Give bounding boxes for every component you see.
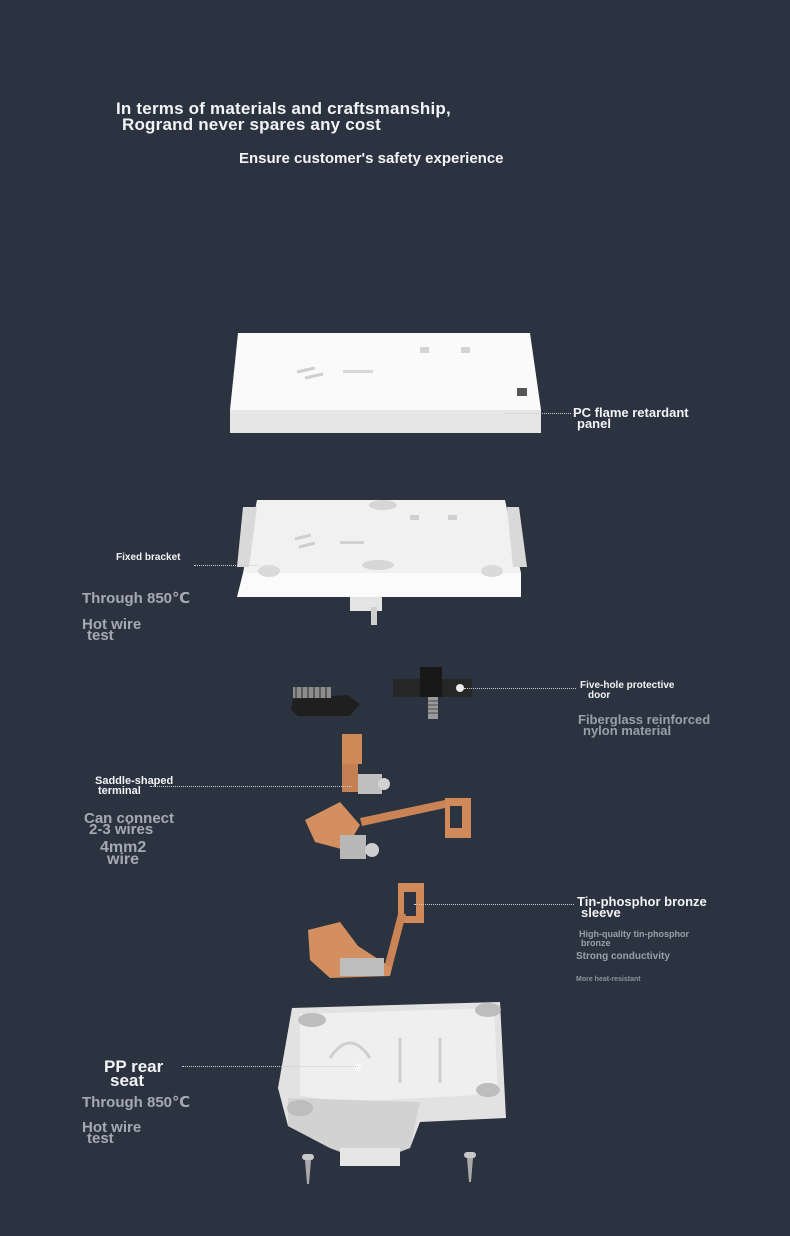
rear-seat-note-1: Through 850℃ xyxy=(82,1094,191,1111)
pp-rear-seat-illustration xyxy=(278,1002,506,1166)
sleeve-label-1: Tin-phosphor bronze xyxy=(577,894,707,909)
bracket-note-2-line-1: Hot wire xyxy=(82,616,142,633)
header-subtitle: Ensure customer's safety experience xyxy=(239,150,504,167)
terminal-label-2: terminal xyxy=(98,785,141,797)
sleeve-note-1-line-1: High-quality tin-phosphor xyxy=(579,929,689,939)
sleeve-note-1-line-2: bronze xyxy=(581,938,611,948)
panel-label-2: panel xyxy=(577,416,611,431)
terminal-note-4: wire xyxy=(107,851,140,868)
terminal-note-3: 4mm2 xyxy=(100,839,147,856)
bracket-label: Fixed bracket xyxy=(116,552,181,563)
rear-seat-label-2: seat xyxy=(110,1071,145,1090)
terminal-note-1: Can connect xyxy=(84,810,175,827)
door-note-1: Fiberglass reinforced xyxy=(578,712,711,727)
screw-icon xyxy=(464,1152,476,1182)
sleeve-label-2: sleeve xyxy=(581,905,621,920)
terminal-note-2: 2-3 wires xyxy=(89,821,154,838)
rear-seat-note-2-line-1: Hot wire xyxy=(82,1119,142,1136)
saddle-terminal-illustration xyxy=(305,734,471,859)
protective-door-illustration xyxy=(393,667,472,719)
pc-panel-illustration xyxy=(230,333,541,433)
door-note-2: nylon material xyxy=(583,723,672,738)
screw-icon xyxy=(302,1154,314,1184)
header-line-2: Rogrand never spares any cost xyxy=(122,115,382,134)
bracket-note-2-line-2: test xyxy=(87,627,114,644)
sleeve-note-2: Strong conductivity xyxy=(576,951,670,962)
door-label-1: Five-hole protective xyxy=(580,680,675,691)
panel-label-1: PC flame retardant xyxy=(573,405,689,420)
bracket-note-1: Through 850℃ xyxy=(82,590,191,607)
rear-seat-note-2-line-2: test xyxy=(87,1130,114,1147)
terminal-label-1: Saddle-shaped xyxy=(95,775,174,787)
bronze-sleeve-illustration xyxy=(308,883,424,978)
spring-part-illustration xyxy=(291,687,360,716)
sleeve-note-3: More heat-resistant xyxy=(576,976,641,983)
fixed-bracket-illustration xyxy=(237,500,527,625)
header-line-1: In terms of materials and craftsmanship, xyxy=(116,99,451,118)
door-label-2: door xyxy=(588,690,611,701)
rear-seat-label-1: PP rear xyxy=(104,1057,164,1076)
